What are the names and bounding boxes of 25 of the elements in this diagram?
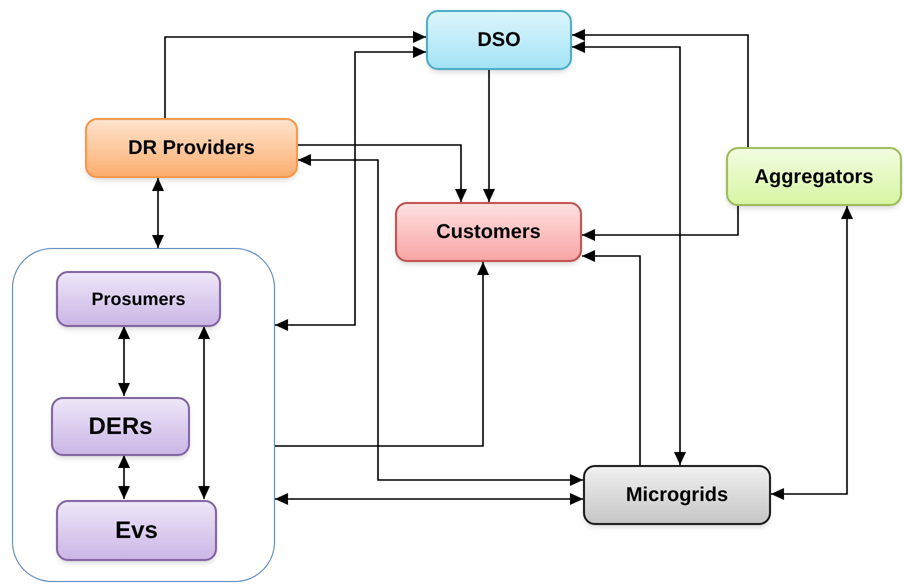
- arrow: [118, 326, 130, 396]
- arrow: [152, 178, 164, 248]
- arrow: [572, 41, 686, 465]
- group-container: [12, 248, 275, 582]
- arrow: [275, 46, 426, 331]
- arrow: [582, 250, 641, 465]
- arrow: [275, 262, 489, 447]
- arrow: [572, 29, 749, 147]
- arrow: [771, 206, 853, 500]
- arrow: [582, 206, 739, 241]
- process-box: Prosumers: [56, 271, 221, 327]
- arrow: [118, 455, 130, 499]
- arrow: [198, 326, 210, 499]
- process-box: DERs: [51, 397, 190, 456]
- arrow: [298, 154, 583, 486]
- process-box: DSO: [426, 10, 572, 70]
- arrow: [164, 31, 426, 118]
- arrow: [483, 70, 495, 202]
- process-box: Evs: [56, 500, 217, 561]
- process-box: DR Providers: [85, 118, 298, 178]
- process-box: Microgrids: [583, 465, 771, 525]
- process-box: Aggregators: [726, 147, 902, 206]
- arrow: [275, 493, 583, 505]
- process-box: Customers: [395, 202, 582, 262]
- arrow: [298, 144, 467, 202]
